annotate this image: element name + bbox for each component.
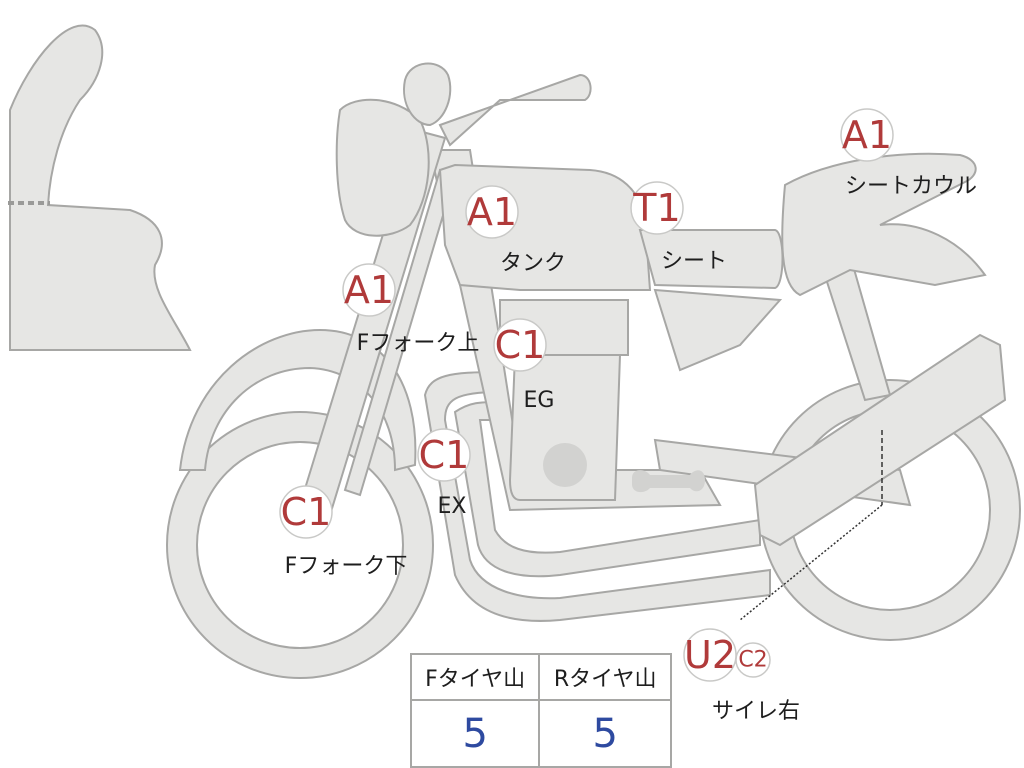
grade-tank-text: A1 [467,190,517,234]
label-fork-lower: Fフォーク下 [285,554,408,579]
label-exhaust: EX [438,494,467,519]
label-engine: EG [524,388,555,413]
grade-seat: T1 シート [630,181,727,274]
side-cover [653,288,783,372]
exhaust-pipe [423,370,771,622]
grade-exhaust: C1 EX [417,428,471,519]
headlight [335,98,430,237]
silencer-leader [739,504,883,621]
label-tank: タンク [500,251,566,276]
label-seat-cowl: シートカウル [845,174,977,199]
grade-fork-lower-text: C1 [281,490,332,534]
grade-exhaust-text: C1 [419,433,470,477]
label-fork-upper: Fフォーク上 [357,331,480,356]
label-seat: シート [661,249,727,274]
seat-cowl-shape [781,152,987,297]
engine-cover [543,443,587,487]
grade-seat-cowl-text: A1 [842,113,892,157]
front-tire-header: Fタイヤ山 [409,653,541,701]
engine-block [508,354,622,501]
rear-tire-value: 5 [538,699,672,768]
label-silencer-right: サイレ右 [712,699,800,724]
silencer [753,333,1007,547]
grade-tank: A1 タンク [465,185,566,276]
grade-silencer-right: U2 C2 サイレ右 [683,628,800,724]
grade-silencer-right-text-2: C2 [738,648,767,673]
grade-fork-lower: C1 Fフォーク下 [279,485,408,579]
grade-fork-upper: A1 Fフォーク上 [342,263,480,356]
footpeg [632,470,705,493]
handlebar [438,73,592,147]
grade-engine-text: C1 [495,323,546,367]
mirror [403,62,452,127]
grade-silencer-right-text: U2 [684,633,736,677]
rear-tire-header: Rタイヤ山 [538,653,672,701]
front-cowl-shape [9,24,192,351]
grade-seat-cowl: A1 シートカウル [840,108,977,199]
seat [638,229,784,290]
front-wheel-inner [196,441,404,649]
grade-engine: C1 EG [493,318,555,413]
grade-fork-upper-text: A1 [344,268,394,312]
tire-tread-table: Fタイヤ山 Rタイヤ山 5 5 [409,653,672,768]
front-wheel [167,412,433,678]
grade-seat-text: T1 [632,186,680,230]
front-wheel-outline [166,411,434,679]
front-tire-value: 5 [409,699,541,768]
